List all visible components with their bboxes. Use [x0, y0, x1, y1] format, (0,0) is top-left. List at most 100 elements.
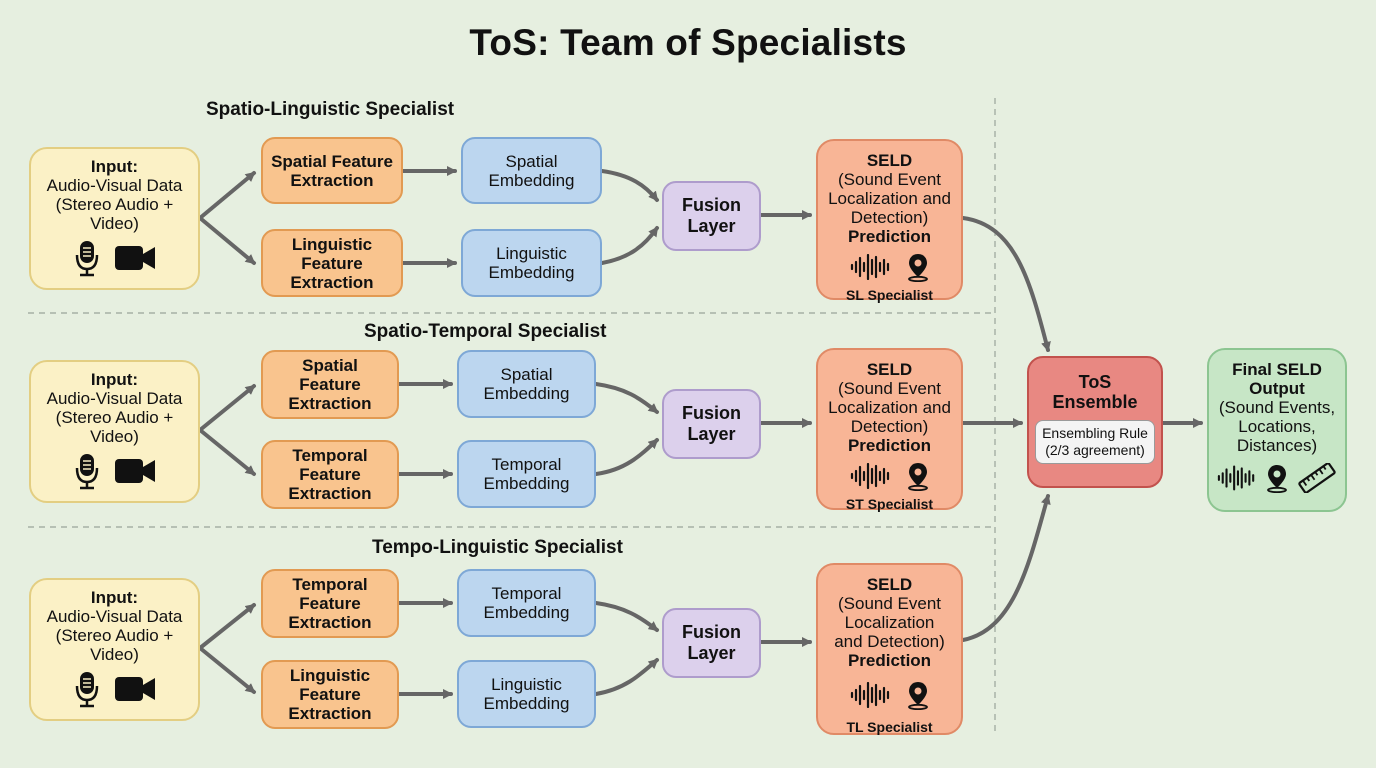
- box-line: Feature: [299, 594, 361, 613]
- arrow: [600, 169, 659, 202]
- video-camera-icon: [114, 676, 155, 701]
- seld-label: SELD: [866, 360, 913, 379]
- input-icons: [74, 239, 156, 277]
- arrow: [600, 226, 659, 265]
- input-line: Video): [90, 426, 139, 446]
- feature-extraction-box: Spatial Feature Extraction: [261, 350, 399, 419]
- prediction-label: Prediction: [847, 227, 932, 246]
- specialist-name: TL Specialist: [846, 719, 933, 735]
- box-line: Layer: [687, 643, 736, 663]
- seld-icons: [850, 680, 930, 710]
- input-line: (Stereo Audio +: [55, 625, 174, 645]
- location-pin-icon: [907, 682, 928, 710]
- input-icons: [74, 670, 156, 708]
- sound-wave-icon: [1217, 465, 1255, 491]
- arrow: [594, 658, 659, 696]
- microphone-icon: [75, 453, 98, 489]
- box-line: Extraction: [290, 170, 374, 190]
- box-line: Feature: [299, 375, 361, 394]
- arrow: [961, 216, 1051, 352]
- box-line: Spatial Feature: [271, 151, 393, 171]
- fusion-layer-box: Fusion Layer: [662, 389, 761, 459]
- prediction-label: Prediction: [847, 436, 932, 455]
- box-line: Spatial: [302, 356, 358, 375]
- input-line: Video): [90, 644, 139, 664]
- seld-icons: [850, 461, 930, 491]
- specialist-title: Spatio-Linguistic Specialist: [206, 99, 455, 120]
- box-line: Output: [1249, 379, 1305, 398]
- box-line: (Sound Event: [837, 170, 941, 189]
- diagram-title: ToS: Team of Specialists: [469, 22, 907, 63]
- embedding-box: Temporal Embedding: [457, 440, 596, 508]
- box-line: and Detection): [834, 632, 945, 651]
- box-line: Temporal: [491, 584, 562, 603]
- location-pin-icon: [907, 463, 928, 491]
- specialist-name: SL Specialist: [846, 287, 933, 303]
- box-line: Embedding: [483, 694, 570, 713]
- embedding-box: Temporal Embedding: [457, 569, 596, 637]
- box-line: Spatial: [505, 151, 558, 171]
- box-line: Feature: [299, 685, 361, 704]
- fusion-layer-box: Fusion Layer: [662, 608, 761, 678]
- box-line: Temporal: [292, 446, 368, 465]
- box-line: ToS: [1078, 372, 1112, 392]
- arrow: [594, 601, 659, 632]
- seld-label: SELD: [866, 151, 913, 170]
- input-line: (Stereo Audio +: [55, 194, 174, 214]
- seld-prediction-box: SELD (Sound Event Localization and Detec…: [816, 348, 963, 512]
- embedding-box: Spatial Embedding: [461, 137, 602, 204]
- sound-wave-icon: [850, 254, 889, 280]
- box-line: Fusion: [682, 403, 741, 423]
- arrow: [198, 216, 256, 265]
- final-output-box: Final SELD Output (Sound Events, Locatio…: [1207, 348, 1347, 512]
- box-line: Extraction: [288, 613, 372, 632]
- arrow: [198, 171, 256, 220]
- seld-prediction-box: SELD (Sound Event Localization and Detec…: [816, 139, 963, 303]
- arrow: [198, 646, 256, 694]
- sound-wave-icon: [850, 463, 889, 489]
- box-line: Extraction: [288, 704, 372, 723]
- box-line: Embedding: [483, 384, 570, 403]
- seld-label: SELD: [866, 575, 913, 594]
- arrow: [961, 494, 1051, 642]
- box-line: (Sound Event: [837, 379, 941, 398]
- specialist-title: Spatio-Temporal Specialist: [364, 321, 607, 342]
- location-pin-icon: [907, 254, 928, 282]
- microphone-icon: [75, 671, 98, 707]
- input-line: Audio-Visual Data: [46, 606, 183, 626]
- box-line: Embedding: [483, 474, 570, 493]
- input-line: Video): [90, 213, 139, 233]
- seld-icons: [850, 252, 930, 282]
- microphone-icon: [75, 240, 98, 276]
- box-line: Layer: [687, 424, 736, 444]
- box-line: Feature: [301, 253, 363, 273]
- box-line: Localization and: [828, 398, 951, 417]
- tos-ensemble-box: ToS Ensemble Ensembling Rule (2/3 agreem…: [1027, 356, 1163, 488]
- feature-extraction-box: Temporal Feature Extraction: [261, 440, 399, 509]
- input-icons: [74, 452, 156, 490]
- box-line: Fusion: [682, 622, 741, 642]
- box-line: Final SELD: [1232, 360, 1322, 379]
- feature-extraction-box: Spatial Feature Extraction: [261, 137, 403, 204]
- box-line: (Sound Events,: [1218, 398, 1336, 417]
- box-line: Linguistic: [289, 666, 371, 685]
- feature-extraction-box: Temporal Feature Extraction: [261, 569, 399, 638]
- box-line: (2/3 agreement): [1045, 442, 1145, 458]
- arrow: [198, 428, 256, 476]
- box-line: Embedding: [488, 170, 575, 190]
- box-line: Extraction: [288, 394, 372, 413]
- seld-prediction-box: SELD (Sound Event Localization and Detec…: [816, 563, 963, 735]
- box-line: Temporal: [292, 575, 368, 594]
- feature-extraction-box: Linguistic Feature Extraction: [261, 660, 399, 729]
- box-line: Linguistic: [496, 244, 567, 263]
- arrow: [594, 382, 659, 414]
- box-line: Ensemble: [1052, 392, 1138, 412]
- input-box: Input: Audio-Visual Data (Stereo Audio +…: [29, 360, 200, 503]
- box-line: Detection): [850, 208, 929, 227]
- box-line: Embedding: [488, 263, 575, 282]
- box-line: Extraction: [288, 484, 372, 503]
- feature-extraction-box: Linguistic Feature Extraction: [261, 229, 403, 297]
- input-line: (Stereo Audio +: [55, 407, 174, 427]
- specialist-title: Tempo-Linguistic Specialist: [372, 537, 623, 558]
